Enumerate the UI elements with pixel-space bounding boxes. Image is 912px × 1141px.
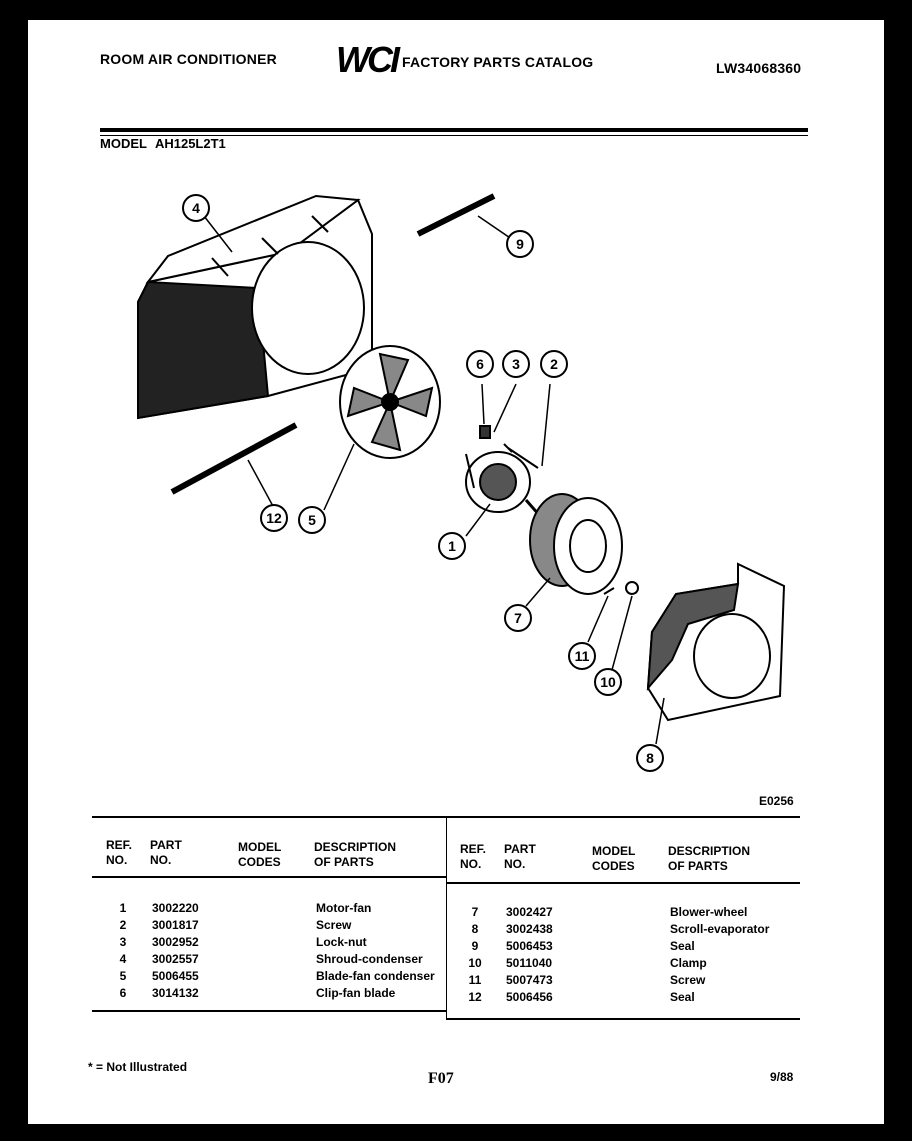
part-description: Motor-fan (316, 901, 372, 915)
part-number: 5006453 (506, 939, 553, 953)
brand-logo: WCI (336, 39, 400, 80)
ref-number: 4 (119, 952, 127, 966)
product-type-title: ROOM AIR CONDITIONER (100, 51, 277, 67)
part-number: 5007473 (506, 973, 553, 987)
part-number: 3002220 (152, 901, 199, 915)
ref-number: 7 (471, 905, 479, 919)
part-number: 5006456 (506, 990, 553, 1004)
small-hardware-drawing (479, 425, 539, 469)
part-description: Blade-fan condenser (316, 969, 435, 983)
exploded-parts-diagram: 1 2 3 6 4 5 7 8 9 10 11 12 (137, 193, 786, 772)
table-center-divider (446, 818, 447, 1018)
callout-7: 7 (504, 604, 532, 632)
part-number: 3002952 (152, 935, 199, 949)
model-label: MODEL (100, 136, 147, 151)
header-part-right: PART NO. (504, 842, 536, 871)
header-codes-left: MODEL CODES (238, 840, 282, 869)
ref-number: 6 (119, 986, 127, 1000)
header-underline-left (92, 876, 446, 878)
callout-10: 10 (594, 668, 622, 696)
seal-top-drawing (416, 193, 496, 237)
table-bottom-rule-left (92, 1010, 446, 1012)
header-rule-thick (100, 128, 808, 132)
not-illustrated-note: * = Not Illustrated (88, 1060, 188, 1074)
revision-date: 9/88 (770, 1070, 794, 1084)
ref-number: 10 (468, 956, 482, 970)
model-line: MODEL AH125L2T1 (100, 136, 226, 151)
ref-number: 12 (468, 990, 482, 1004)
callout-6: 6 (466, 350, 494, 378)
part-description: Lock-nut (316, 935, 367, 949)
part-description: Shroud-condenser (316, 952, 423, 966)
blower-wheel-drawing (529, 493, 623, 595)
part-number: 3014132 (152, 986, 199, 1000)
callout-2: 2 (540, 350, 568, 378)
svg-text:8: 8 (646, 750, 654, 766)
catalog-title: FACTORY PARTS CATALOG (402, 54, 594, 70)
condenser-fan-blade-drawing (339, 345, 441, 459)
part-description: Seal (670, 990, 695, 1004)
svg-text:1: 1 (448, 538, 456, 554)
page-code: F07 (428, 1070, 454, 1087)
svg-text:3: 3 (512, 356, 520, 372)
svg-text:11: 11 (575, 648, 590, 664)
header-desc-right: DESCRIPTION OF PARTS (668, 844, 751, 873)
model-number: AH125L2T1 (154, 136, 226, 151)
svg-text:9: 9 (516, 236, 524, 252)
callout-11: 11 (568, 642, 596, 670)
header-ref-right: REF. NO. (460, 842, 487, 871)
ref-number: 11 (468, 973, 482, 987)
part-description: Screw (670, 973, 706, 987)
callout-3: 3 (502, 350, 530, 378)
motor-fan-drawing (465, 451, 542, 517)
catalog-page: ROOM AIR CONDITIONER WCI FACTORY PARTS C… (28, 20, 884, 1124)
seal-bottom-drawing (170, 422, 298, 495)
part-description: Clamp (670, 956, 707, 970)
callout-4: 4 (182, 194, 210, 222)
shroud-condenser-drawing (137, 194, 373, 420)
ref-number: 1 (119, 901, 127, 915)
part-number: 5006455 (152, 969, 199, 983)
catalog-number: LW34068360 (716, 60, 802, 76)
svg-text:7: 7 (514, 610, 522, 626)
svg-text:5: 5 (308, 512, 316, 528)
header-ref-left: REF. NO. (106, 838, 133, 867)
table-top-rule (92, 816, 800, 818)
table-bottom-rule-right (446, 1018, 800, 1020)
part-description: Clip-fan blade (316, 986, 396, 1000)
part-number: 3002438 (506, 922, 553, 936)
part-description: Seal (670, 939, 695, 953)
part-number: 3002427 (506, 905, 553, 919)
clamp-and-screw-drawing (603, 581, 639, 595)
svg-text:6: 6 (476, 356, 484, 372)
header-desc-left: DESCRIPTION OF PARTS (314, 840, 397, 869)
callout-9: 9 (506, 230, 534, 258)
part-description: Screw (316, 918, 352, 932)
svg-text:12: 12 (266, 510, 282, 526)
header-underline-right (446, 882, 800, 884)
callout-8: 8 (636, 744, 664, 772)
part-number: 5011040 (506, 956, 553, 970)
header-codes-right: MODEL CODES (592, 844, 636, 873)
ref-number: 5 (119, 969, 127, 983)
callout-5: 5 (298, 506, 326, 534)
ref-number: 9 (471, 939, 479, 953)
svg-text:2: 2 (550, 356, 558, 372)
part-description: Blower-wheel (670, 905, 748, 919)
svg-text:10: 10 (600, 674, 616, 690)
figure-code: E0256 (759, 794, 794, 808)
part-number: 3002557 (152, 952, 199, 966)
svg-text:4: 4 (192, 200, 200, 216)
ref-number: 8 (471, 922, 479, 936)
header-rule-thin (100, 135, 808, 136)
part-number: 3001817 (152, 918, 199, 932)
callout-12: 12 (260, 504, 288, 532)
callout-1: 1 (438, 532, 466, 560)
part-description: Scroll-evaporator (670, 922, 770, 936)
ref-number: 3 (119, 935, 127, 949)
header-part-left: PART NO. (150, 838, 182, 867)
scroll-evaporator-drawing (646, 562, 786, 722)
ref-number: 2 (119, 918, 127, 932)
